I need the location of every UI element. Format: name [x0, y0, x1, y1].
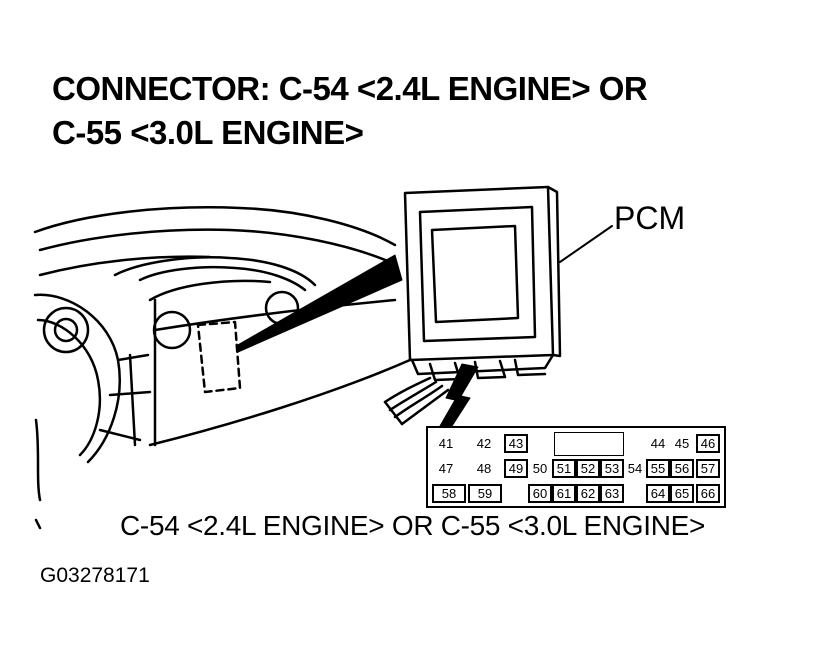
pin-66: 66 — [696, 484, 720, 503]
pcm-module — [403, 185, 613, 382]
pin-51: 51 — [552, 459, 576, 478]
pin-43: 43 — [504, 434, 528, 453]
heading-line-2: C-55 <3.0L ENGINE> — [52, 114, 364, 151]
pcm-label: PCM — [614, 200, 686, 236]
pin-44: 44 — [650, 436, 666, 451]
pin-45: 45 — [674, 436, 690, 451]
connector-caption: C-54 <2.4L ENGINE> OR C-55 <3.0L ENGINE> — [120, 510, 706, 541]
pin-61: 61 — [552, 484, 576, 503]
pin-50: 50 — [532, 461, 548, 476]
pin-65: 65 — [670, 484, 694, 503]
pointer-wedge — [235, 254, 403, 353]
pin-54: 54 — [627, 461, 643, 476]
figure-id: G03278171 — [40, 564, 150, 587]
pin-49: 49 — [504, 459, 528, 478]
pin-62: 62 — [576, 484, 600, 503]
pin-64: 64 — [646, 484, 670, 503]
pin-57: 57 — [696, 459, 720, 478]
heading-line-1: CONNECTOR: C-54 <2.4L ENGINE> OR — [52, 70, 648, 107]
pin-52: 52 — [576, 459, 600, 478]
connector-pin-grid: 41 42 43 44 45 46 47 48 49 50 51 52 53 5… — [426, 426, 726, 508]
pin-53: 53 — [600, 459, 624, 478]
pin-55: 55 — [646, 459, 670, 478]
pin-48: 48 — [476, 461, 492, 476]
pin-47: 47 — [438, 461, 454, 476]
pin-41: 41 — [438, 436, 454, 451]
pin-59: 59 — [468, 484, 502, 503]
pin-42: 42 — [476, 436, 492, 451]
pin-46: 46 — [696, 434, 720, 453]
pin-58: 58 — [432, 484, 466, 503]
connector-key-slot — [554, 432, 624, 456]
pin-56: 56 — [670, 459, 694, 478]
pin-63: 63 — [600, 484, 624, 503]
dashboard-drawing — [33, 206, 412, 530]
pin-60: 60 — [528, 484, 552, 503]
wire-harness — [383, 376, 450, 426]
